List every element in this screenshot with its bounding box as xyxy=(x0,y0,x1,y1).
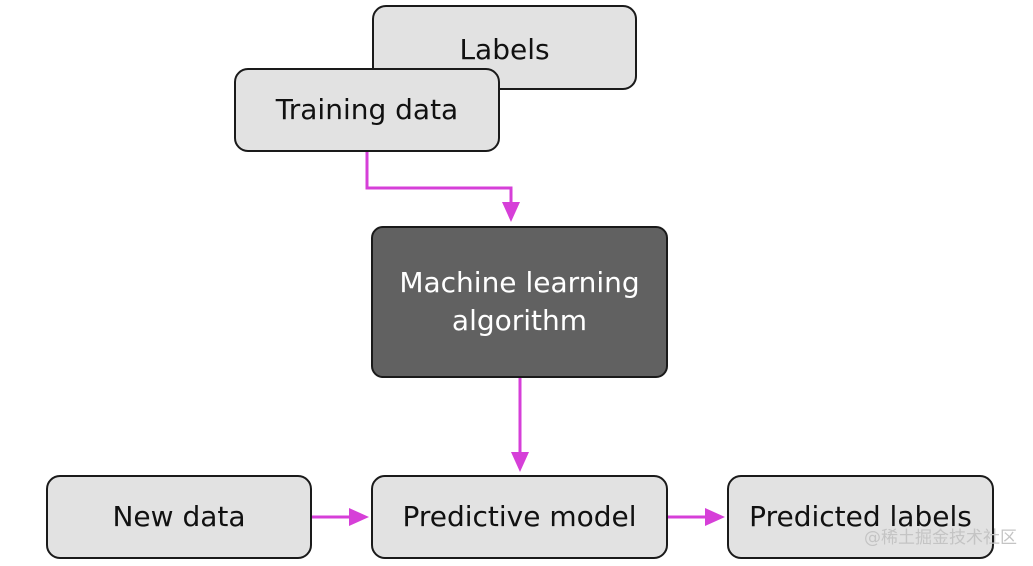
arrowhead-right-model xyxy=(349,508,369,526)
predicted-labels-box: Predicted labels xyxy=(727,475,994,559)
training-data-label: Training data xyxy=(275,93,459,127)
predicted-labels-label: Predicted labels xyxy=(749,500,972,534)
labels-box-label: Labels xyxy=(459,33,550,66)
arrowhead-down-algorithm xyxy=(502,202,520,222)
ml-algorithm-box: Machine learning algorithm xyxy=(371,226,668,378)
training-data-box: Training data xyxy=(234,68,500,152)
new-data-label: New data xyxy=(112,500,246,534)
ml-algorithm-label: Machine learning algorithm xyxy=(399,266,640,337)
predictive-model-box: Predictive model xyxy=(371,475,668,559)
arrowhead-right-predicted xyxy=(705,508,725,526)
arrowhead-down-model xyxy=(511,452,529,472)
new-data-box: New data xyxy=(46,475,312,559)
arrow-training-to-algorithm xyxy=(365,152,513,206)
predictive-model-label: Predictive model xyxy=(402,500,637,534)
watermark-text: @稀土掘金技术社区 xyxy=(864,528,1017,548)
